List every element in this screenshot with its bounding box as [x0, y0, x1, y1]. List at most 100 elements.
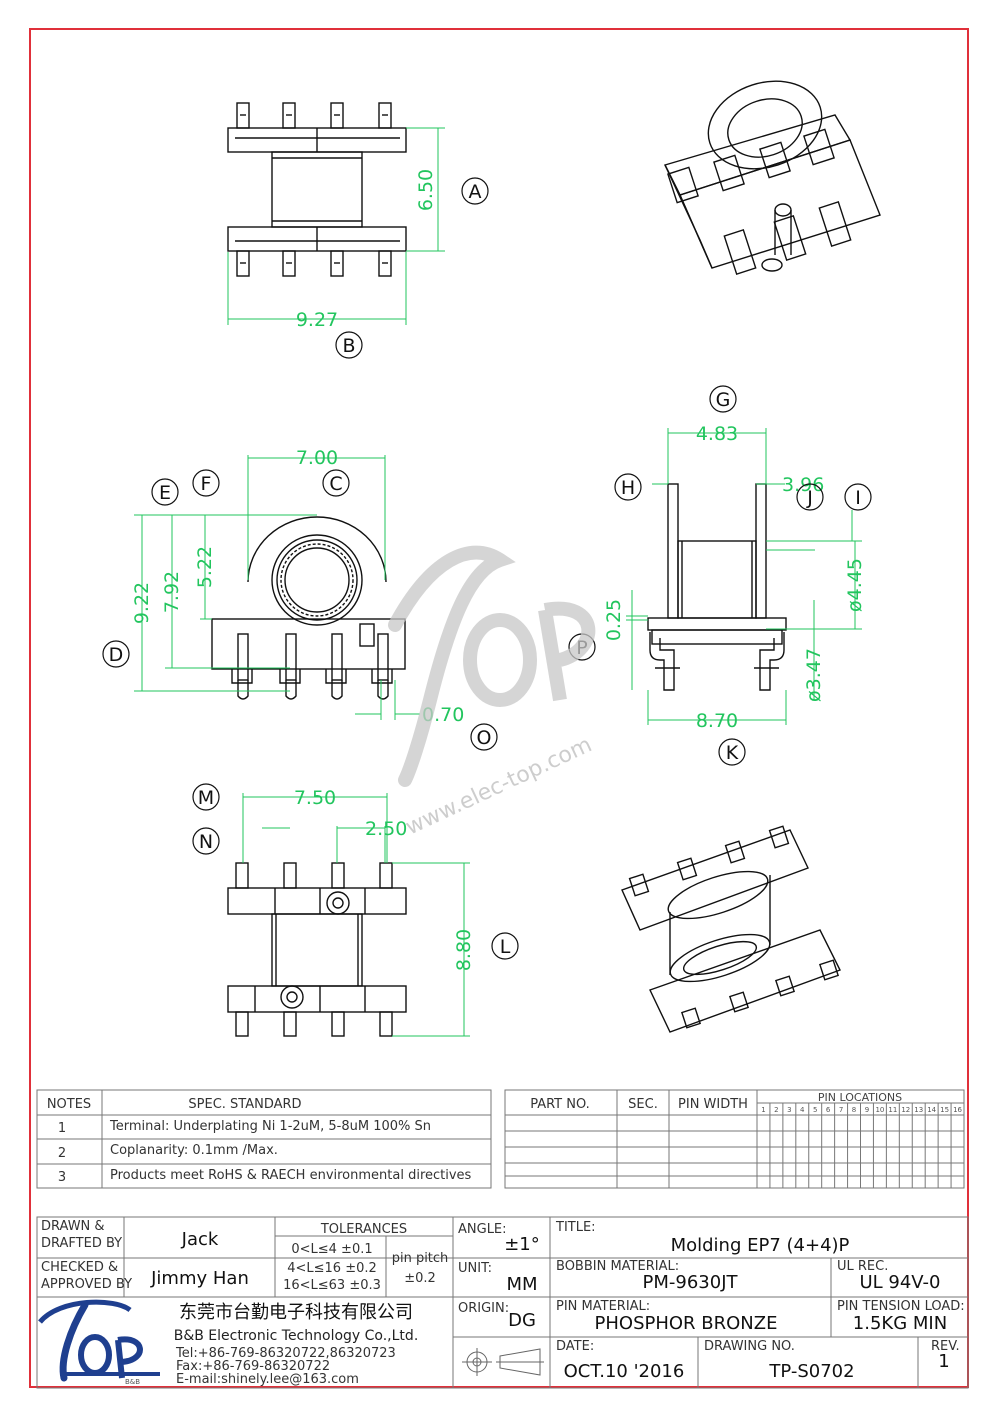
note-text: Products meet RoHS & RAECH environmental… — [110, 1168, 472, 1183]
iso-view-top — [663, 80, 881, 275]
pin-location-number: 8 — [852, 1106, 856, 1114]
rev-label: REV. — [931, 1339, 960, 1354]
side-view — [647, 483, 787, 691]
ul-label: UL REC. — [837, 1259, 888, 1274]
date-label: DATE: — [556, 1339, 594, 1354]
spec-header: SPEC. STANDARD — [188, 1097, 301, 1112]
checked-by: Jimmy Han — [150, 1268, 249, 1289]
watermark: www.elec-top.com — [388, 545, 596, 840]
pin-location-number: 13 — [914, 1106, 923, 1114]
note-no: 2 — [58, 1146, 66, 1161]
pin-material-value: PHOSPHOR BRONZE — [595, 1313, 778, 1334]
notes-table-grid — [36, 1089, 492, 1189]
label-n: N — [199, 831, 213, 853]
tol-row: 16<L≤63 ±0.3 — [283, 1278, 381, 1293]
tol-row: 0<L≤4 ±0.1 — [291, 1242, 372, 1257]
dim-i: ø4.45 — [844, 558, 866, 612]
front-view — [211, 516, 406, 700]
label-f: F — [201, 473, 212, 495]
pin-location-number: 11 — [888, 1106, 897, 1114]
dim-b: 9.27 — [296, 309, 338, 331]
bobbin-value: PM-9630JT — [643, 1272, 739, 1293]
pin-location-number: 1 — [761, 1106, 765, 1114]
ul-value: UL 94V-0 — [859, 1272, 940, 1293]
label-c: C — [329, 473, 342, 495]
top-view — [227, 102, 407, 277]
company-name-en: B&B Electronic Technology Co.,Ltd. — [174, 1328, 419, 1344]
label-d: D — [109, 644, 124, 666]
pin-location-number: 7 — [839, 1106, 843, 1114]
pin-width-header: PIN WIDTH — [678, 1097, 748, 1112]
company-name-cn: 东莞市台勤电子科技有限公司 — [179, 1302, 413, 1323]
label-l: L — [500, 936, 511, 958]
iso-view-bottom — [621, 825, 841, 1033]
pin-location-number: 16 — [953, 1106, 962, 1114]
title-label: TITLE: — [555, 1220, 596, 1235]
dim-d2: 7.92 — [161, 571, 183, 613]
drawing-no-label: DRAWING NO. — [704, 1339, 795, 1354]
drawing-frame — [29, 28, 969, 1388]
pin-location-number: 9 — [865, 1106, 869, 1114]
pin-location-number: 15 — [940, 1106, 949, 1114]
tolerances-label: TOLERANCES — [320, 1222, 407, 1237]
rev-value: 1 — [938, 1351, 949, 1372]
pitch-label: pin pitch — [392, 1251, 449, 1266]
dim-d3: 5.22 — [194, 546, 216, 588]
label-circles — [102, 177, 872, 960]
note-text: Terminal: Underplating Ni 1-2uM, 5-8uM 1… — [109, 1119, 431, 1134]
dim-c: 7.00 — [296, 447, 338, 469]
pin-locations-header: PIN LOCATIONS — [818, 1091, 902, 1104]
origin-label: ORIGIN: — [458, 1301, 509, 1316]
note-no: 3 — [58, 1170, 66, 1185]
title-value: Molding EP7 (4+4)P — [671, 1235, 850, 1256]
notes-header: NOTES — [47, 1097, 91, 1112]
label-e: E — [159, 482, 171, 504]
drawn-label: DRAWN &DRAFTED BY — [41, 1219, 122, 1251]
pin-material-label: PIN MATERIAL: — [556, 1299, 650, 1314]
tension-value: 1.5KG MIN — [853, 1313, 947, 1334]
dim-pd: ø3.47 — [803, 648, 825, 702]
label-a: A — [469, 181, 482, 203]
logo-sub: B&B — [125, 1378, 140, 1386]
note-no: 1 — [58, 1121, 66, 1136]
dimension-lines — [134, 127, 862, 1037]
label-o: O — [477, 727, 492, 749]
checked-label: CHECKED &APPROVED BY — [41, 1260, 132, 1292]
bobbin-label: BOBBIN MATERIAL: — [556, 1259, 679, 1274]
company-fax: Fax:+86-769-86320722 — [176, 1359, 330, 1374]
unit-value: MM — [506, 1274, 537, 1295]
title-block-grid — [36, 1216, 969, 1389]
company-email: E-mail:shinely.lee@163.com — [176, 1372, 359, 1387]
pitch-value: ±0.2 — [404, 1271, 436, 1286]
pin-location-number: 4 — [800, 1106, 805, 1114]
label-g: G — [716, 389, 731, 411]
drawn-by: Jack — [181, 1229, 219, 1250]
origin-value: DG — [508, 1310, 536, 1331]
label-b: B — [342, 335, 355, 357]
label-i: I — [855, 487, 861, 509]
label-m: M — [198, 787, 214, 809]
parts-table-grid — [504, 1089, 965, 1189]
label-j: J — [806, 487, 813, 509]
pin-location-number: 2 — [774, 1106, 778, 1114]
unit-label: UNIT: — [458, 1261, 492, 1276]
label-h: H — [621, 477, 635, 499]
angle-value: ±1° — [504, 1234, 540, 1255]
pin-location-number: 12 — [901, 1106, 910, 1114]
projection-symbol-icon — [462, 1348, 544, 1376]
dim-l: 8.80 — [453, 929, 475, 971]
dim-g: 4.83 — [696, 423, 738, 445]
note-text: Coplanarity: 0.1mm /Max. — [110, 1143, 278, 1158]
dim-n: 2.50 — [365, 818, 407, 840]
dim-j: 3.96 — [782, 474, 824, 496]
drawing-no-value: TP-S0702 — [768, 1361, 854, 1382]
tol-row: 4<L≤16 ±0.2 — [287, 1261, 377, 1276]
part-no-header: PART NO. — [530, 1097, 590, 1112]
bottom-view — [227, 862, 407, 1037]
dim-p: 0.25 — [603, 599, 625, 641]
watermark-url: www.elec-top.com — [402, 732, 596, 840]
pin-location-number: 10 — [875, 1106, 884, 1114]
tension-label: PIN TENSION LOAD: — [837, 1299, 965, 1314]
dim-m: 7.50 — [294, 787, 336, 809]
dim-k: 8.70 — [696, 710, 738, 732]
